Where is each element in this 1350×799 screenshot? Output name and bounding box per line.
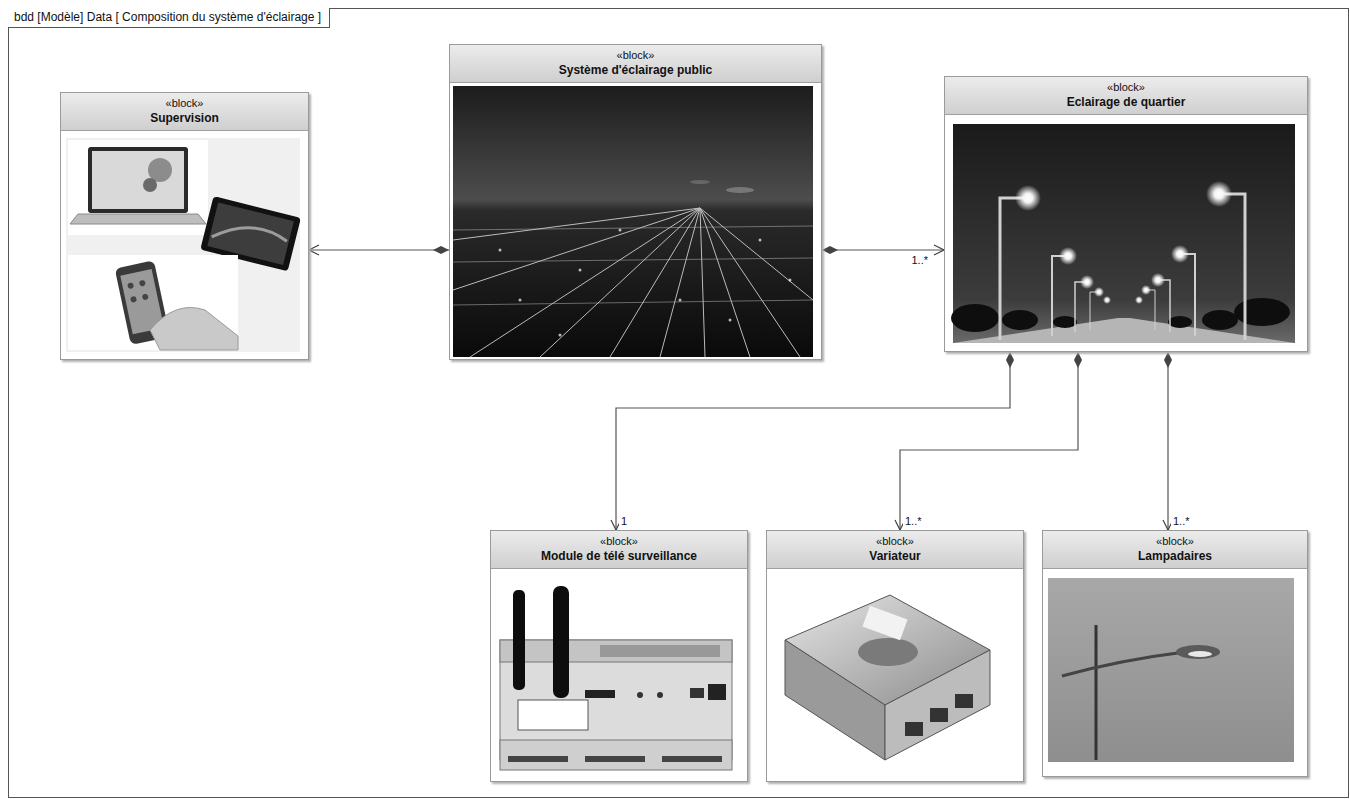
multiplicity: 1..* xyxy=(1171,515,1192,528)
composition-connector xyxy=(1167,352,1168,530)
block-header: «block»Supervision xyxy=(61,93,308,131)
block-name: Variateur xyxy=(771,549,1019,564)
stereotype: «block» xyxy=(949,80,1303,95)
multiplicity: 1..* xyxy=(909,254,930,267)
composition-connector xyxy=(900,352,1078,530)
block: «block»Module de télé surveillance xyxy=(490,530,748,782)
stereotype: «block» xyxy=(454,48,817,63)
block-name: Eclairage de quartier xyxy=(949,95,1303,110)
composition-connector xyxy=(616,352,1010,530)
block-header: «block»Système d'éclairage public xyxy=(450,45,821,83)
block-name: Lampadaires xyxy=(1047,549,1303,564)
stereotype: «block» xyxy=(495,534,743,549)
block: «block»Système d'éclairage public xyxy=(449,44,822,360)
frame-title: bdd [Modèle] Data [ Composition du systè… xyxy=(8,8,330,28)
block: «block»Variateur xyxy=(766,530,1024,782)
block-header: «block»Module de télé surveillance xyxy=(491,531,747,569)
block-name: Supervision xyxy=(65,111,304,126)
block-header: «block»Lampadaires xyxy=(1043,531,1307,569)
supervision-picture xyxy=(66,138,301,352)
composition-connector xyxy=(309,249,449,250)
composition-connector xyxy=(822,249,944,250)
city-picture xyxy=(453,86,813,357)
street-picture xyxy=(951,124,1295,343)
frame xyxy=(9,9,1349,798)
streetlamp-picture xyxy=(1048,578,1294,762)
stereotype: «block» xyxy=(1047,534,1303,549)
block-header: «block»Eclairage de quartier xyxy=(945,77,1307,115)
block-header: «block»Variateur xyxy=(767,531,1023,569)
multiplicity: 1 xyxy=(619,515,629,528)
block: «block»Eclairage de quartier xyxy=(944,76,1308,352)
stereotype: «block» xyxy=(771,534,1019,549)
stereotype: «block» xyxy=(65,96,304,111)
multiplicity: 1..* xyxy=(903,515,924,528)
module-picture xyxy=(497,574,735,778)
block-name: Système d'éclairage public xyxy=(454,63,817,78)
dimmer-picture xyxy=(772,574,1006,778)
block-name: Module de télé surveillance xyxy=(495,549,743,564)
block: «block»Supervision xyxy=(60,92,309,360)
block: «block»Lampadaires xyxy=(1042,530,1308,777)
